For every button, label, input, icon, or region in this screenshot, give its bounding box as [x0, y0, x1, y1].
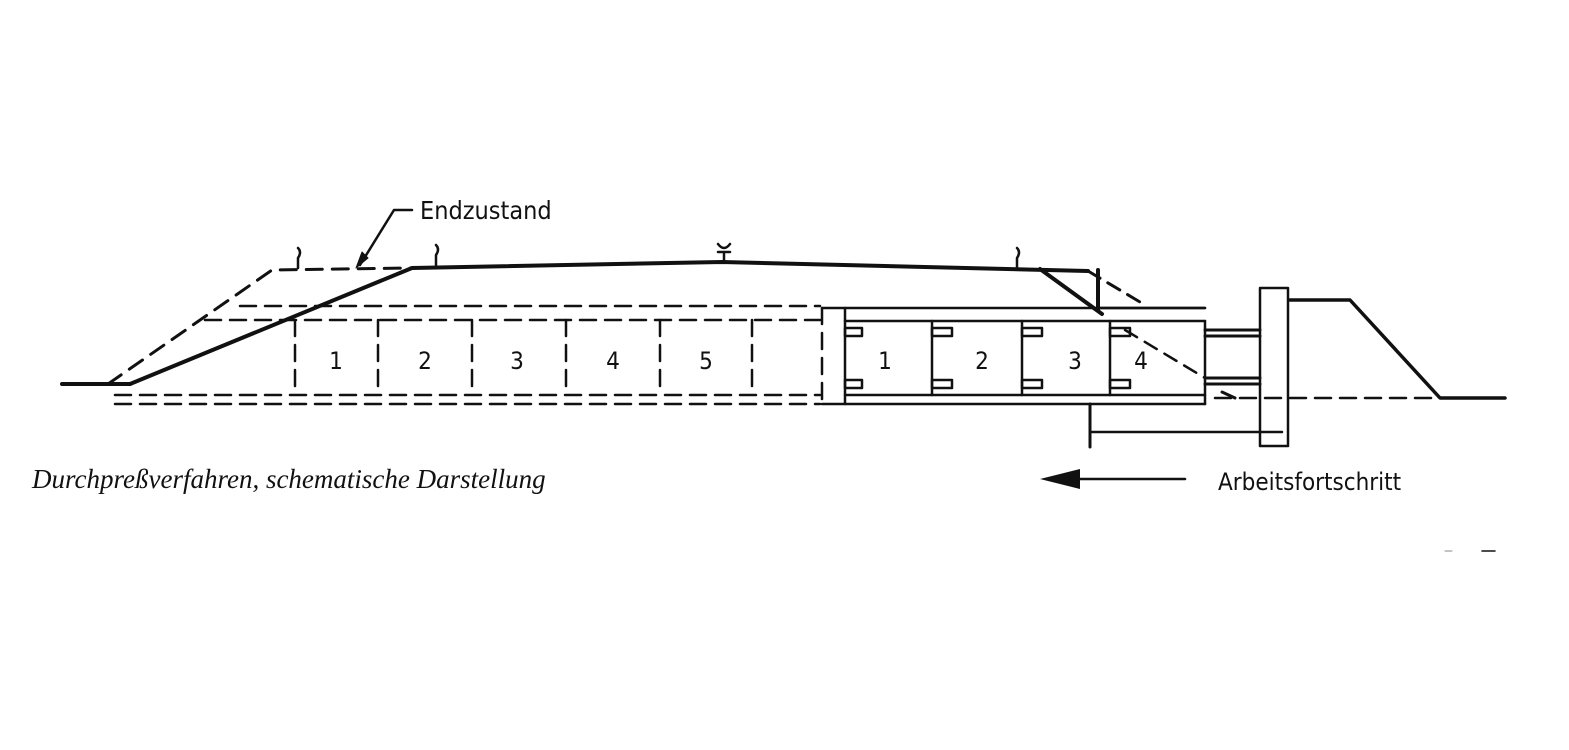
end-state-leader — [358, 208, 414, 267]
planned-segment-label: 2 — [418, 347, 432, 375]
jacked-segment-label: 2 — [975, 347, 989, 375]
right-embankment — [1288, 298, 1507, 400]
planned-segment-label: 5 — [699, 347, 713, 375]
planned-segment-label: 3 — [510, 347, 524, 375]
jacked-segment-label: 3 — [1068, 347, 1082, 375]
jacked-tunnel — [820, 306, 1207, 406]
planned-tunnel — [113, 304, 824, 406]
planned-segment-label: 1 — [329, 347, 343, 375]
caption: Durchpreßverfahren, schematische Darstel… — [31, 464, 546, 494]
progress-label: Arbeitsfortschritt — [1218, 468, 1401, 496]
right-slope-solid — [1038, 267, 1104, 316]
jacked-segment-label: 1 — [878, 347, 892, 375]
thrust-wall — [1258, 286, 1290, 448]
final-embankment — [128, 260, 1090, 386]
jacked-segment-label: 4 — [1134, 347, 1148, 375]
original-embankment — [106, 266, 414, 386]
end-state-label: Endzustand — [420, 196, 552, 225]
rail-icon — [296, 242, 1021, 270]
arrowhead-icon — [1040, 469, 1080, 489]
hydraulic-jacks — [1203, 328, 1262, 400]
planned-segment-label: 4 — [606, 347, 620, 375]
excavation-line — [1123, 328, 1207, 380]
